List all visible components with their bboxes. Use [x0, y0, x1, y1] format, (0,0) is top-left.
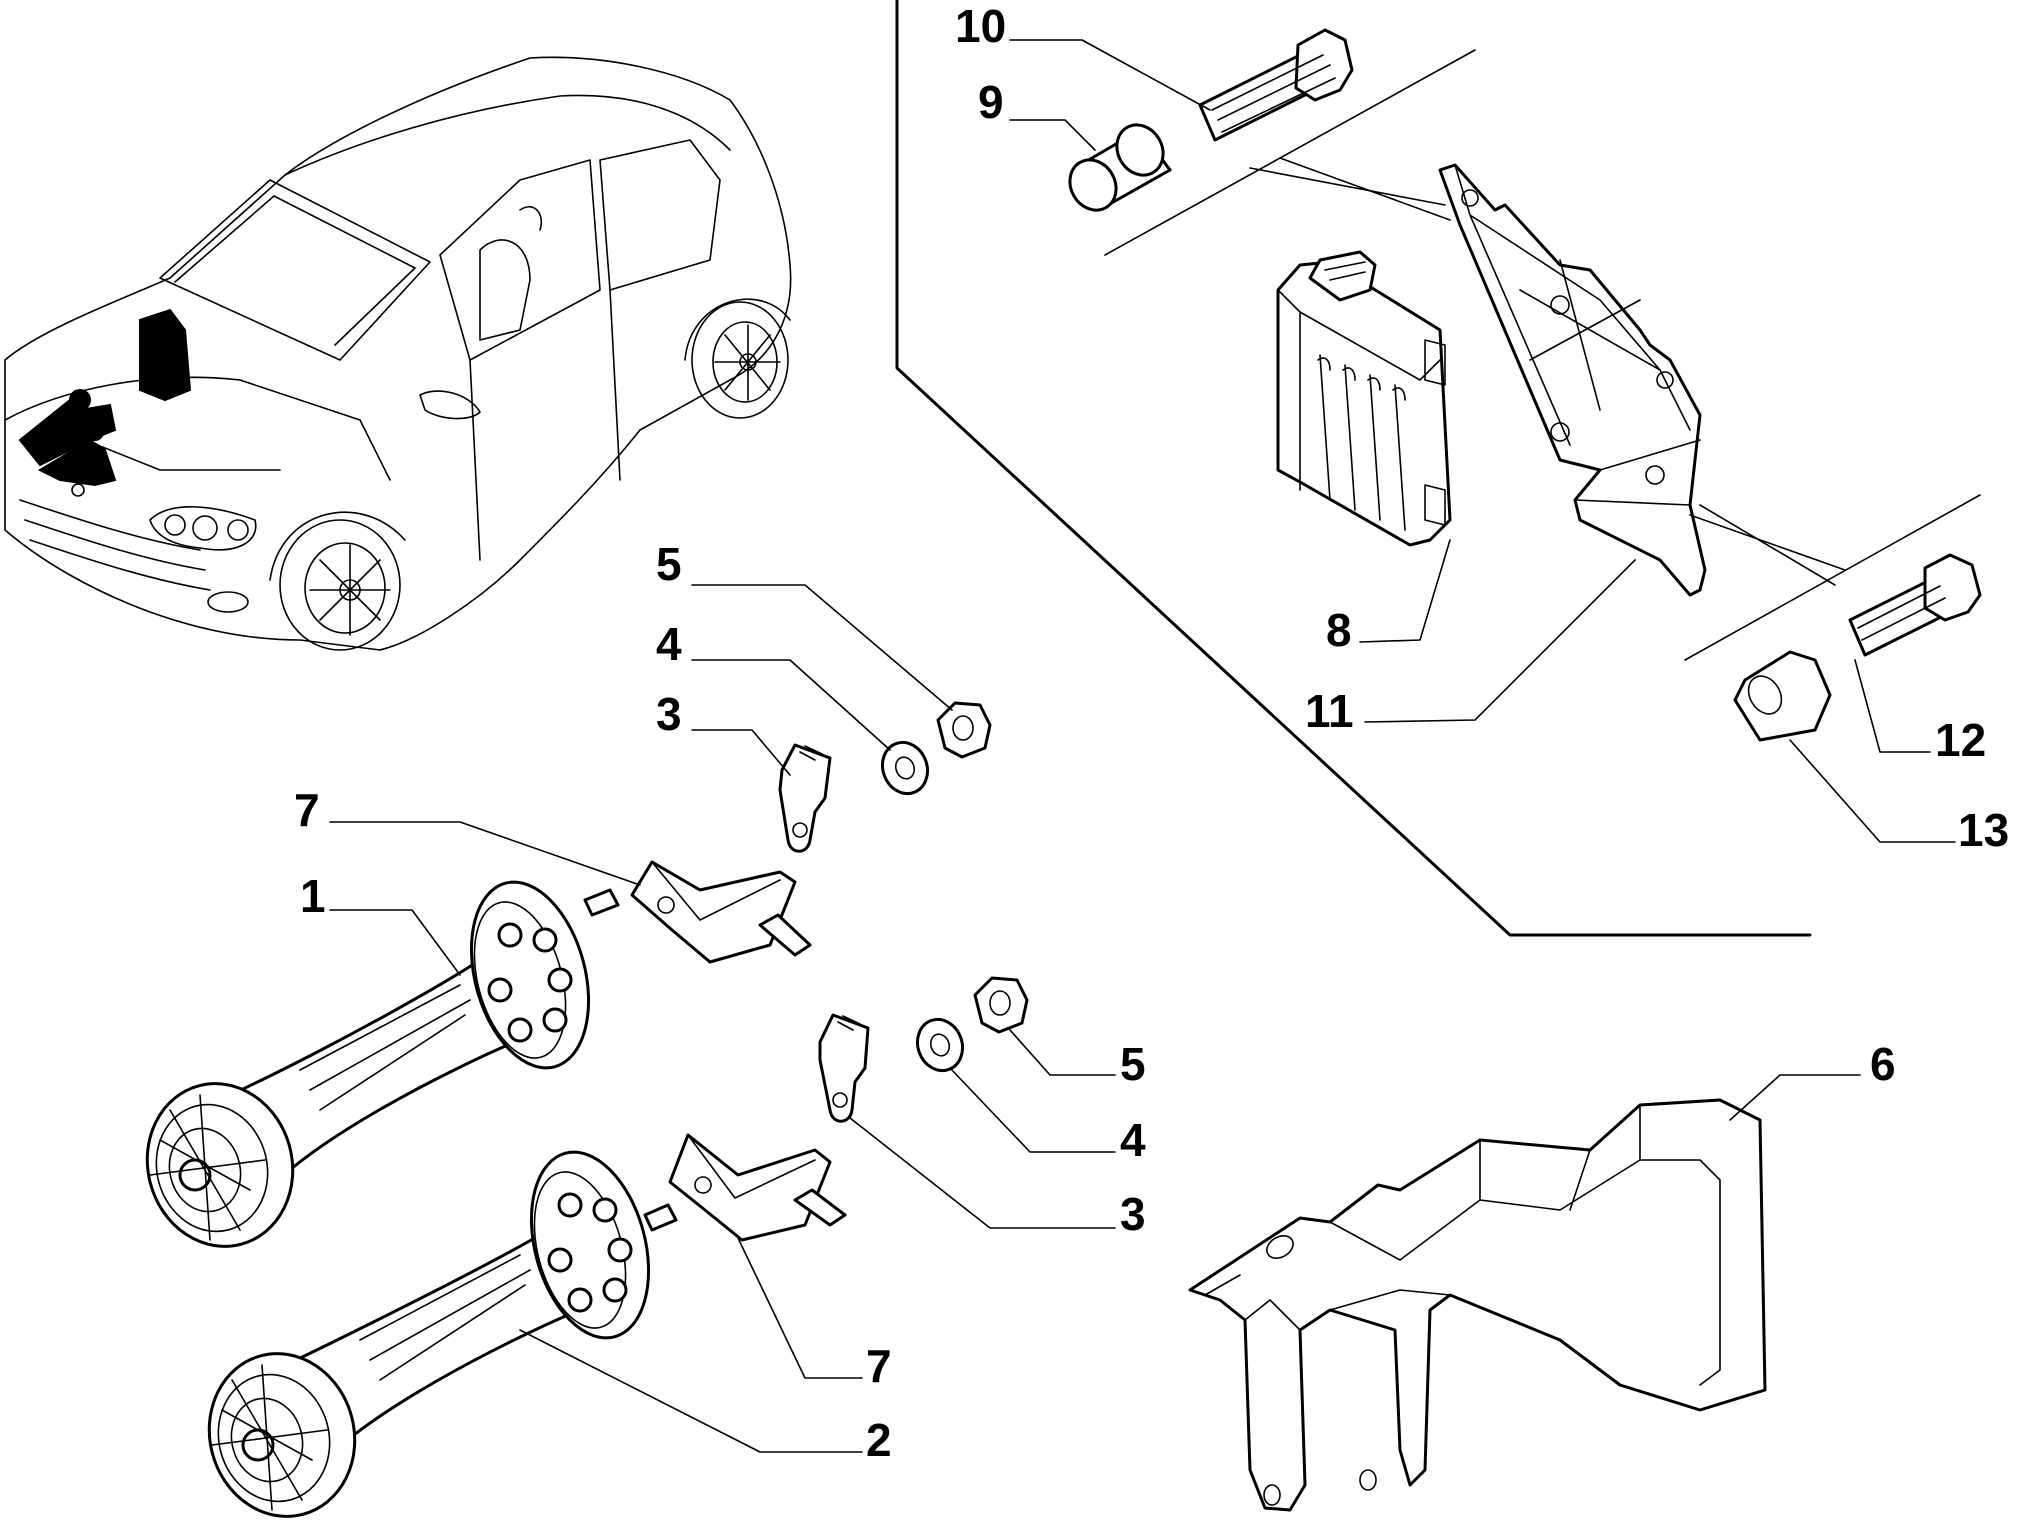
- callout-number-c4a: 4: [656, 618, 682, 670]
- callout-number-c3b: 3: [1120, 1188, 1146, 1240]
- callout-number-c12: 12: [1935, 714, 1986, 766]
- callout-number-c7b: 7: [866, 1340, 892, 1392]
- callout-number-c9: 9: [978, 76, 1004, 128]
- bolt-icon: [1848, 553, 1982, 657]
- callout-number-c4b: 4: [1120, 1114, 1146, 1166]
- cable-terminal-icon: [778, 743, 832, 853]
- cable-terminal-icon: [818, 1013, 870, 1123]
- horn-icon: [207, 1150, 678, 1518]
- hex-nut-icon: [973, 976, 1029, 1034]
- spacer-icon: [1068, 123, 1172, 212]
- washer-icon: [880, 740, 930, 796]
- control-unit-location: [139, 308, 192, 402]
- callout-number-c2: 2: [866, 1414, 892, 1466]
- hex-nut-icon: [936, 701, 992, 759]
- callout-number-c10: 10: [955, 0, 1006, 52]
- bolt-icon: [1198, 28, 1354, 142]
- callout-number-c11: 11: [1305, 685, 1354, 737]
- callout-number-c5a: 5: [656, 538, 682, 590]
- spacer-icon: [1733, 650, 1832, 742]
- section-divider: [895, 0, 1812, 937]
- callout-number-c3a: 3: [656, 688, 682, 740]
- bracket-icon: [630, 860, 812, 964]
- assembly-guide-lines-upper: [1104, 49, 1476, 256]
- leader-lines: [329, 39, 1956, 1453]
- control-unit-icon: [1276, 250, 1452, 547]
- callout-number-c8: 8: [1326, 604, 1352, 656]
- callout-number-c6: 6: [1870, 1038, 1896, 1090]
- washer-icon: [915, 1017, 965, 1073]
- callout-number-c13: 13: [1958, 804, 2009, 856]
- callout-number-c5b: 5: [1120, 1038, 1146, 1090]
- car-location-view: [4, 56, 792, 651]
- callout-labels: 10 9 8 11 12 13 5 4 3 7 1 5 4 3 7 2 6: [294, 0, 2009, 1466]
- horn-location-lower: [37, 438, 117, 487]
- callout-number-c1: 1: [300, 870, 326, 922]
- mounting-plate-icon: [1438, 163, 1707, 597]
- callout-number-c7a: 7: [294, 784, 320, 836]
- horn-mount-frame-icon: [1188, 1098, 1767, 1512]
- assembly-guide-lines-lower: [1684, 494, 1981, 661]
- horn-icon: [145, 880, 620, 1248]
- bracket-icon: [668, 1133, 847, 1242]
